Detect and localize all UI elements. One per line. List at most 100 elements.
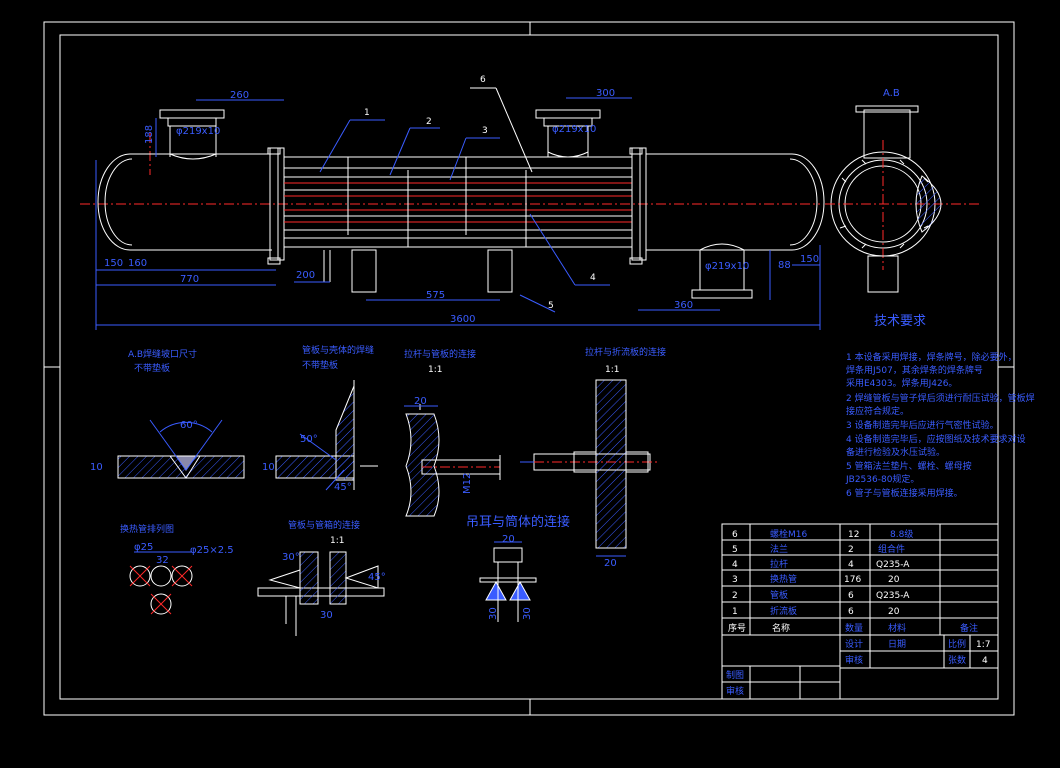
shell-top-nozzle — [535, 109, 601, 158]
detail-lug-shell: 吊耳与筒体的连接 20 30 30 — [466, 514, 570, 622]
detail-tube-layout: 换热管排列图 φ25 32 φ25×2.5 — [120, 523, 234, 615]
rod-baffle-dim: 20 — [604, 558, 617, 569]
bom-header-qty: 数量 — [845, 622, 863, 634]
tech-req-line-3: 采用E4303。焊条用J426。 — [846, 377, 957, 389]
tech-req-line-2: 焊条用J507，其余焊条的焊条牌号 — [846, 364, 983, 376]
bom-row-2-qty: 2 — [848, 545, 854, 555]
dim-300: 300 — [596, 88, 615, 99]
ab-weld-sub: 不带垫板 — [134, 362, 170, 374]
right-outlet-nozzle — [691, 243, 753, 299]
tube-sheet2-title: 管板与管箱的连接 — [288, 519, 360, 531]
detail-rod-baffle: 拉杆与折流板的连接 1:1 20 — [520, 346, 666, 569]
info-review: 审核 — [726, 685, 744, 697]
lug-dim1: 20 — [502, 534, 515, 545]
dim-160-left: 160 — [128, 258, 147, 269]
bom-row-3-qty: 4 — [848, 560, 854, 570]
detail-tube-sheet-channel: 管板与管箱的连接 1:1 30° 45° 30 — [257, 519, 386, 636]
part-label-1: 1 — [364, 108, 370, 118]
tube-sheet2-angle1: 30° — [282, 552, 300, 563]
bom-row-3-no: 4 — [732, 560, 738, 570]
tech-req-line-5: 接应符合规定。 — [846, 405, 909, 417]
tube-layout-d2: 32 — [156, 555, 169, 566]
bom-row-6-qty: 6 — [848, 607, 854, 617]
tube-sheet-weld-sub: 不带垫板 — [302, 359, 338, 371]
drawing-border — [43, 21, 1015, 716]
dim-3600: 3600 — [450, 314, 475, 325]
bom-header-note: 备注 — [960, 622, 978, 634]
bom-row-5-mat: Q235-A — [876, 591, 910, 601]
tech-req-line-11: 6 管子与管板连接采用焊接。 — [846, 487, 963, 499]
technical-requirements: 1 本设备采用焊接，焊条牌号，除必要外， 焊条用J507，其余焊条的焊条牌号 采… — [845, 351, 1035, 499]
nozzle-left-size: φ219x10 — [176, 126, 220, 137]
part-label-6: 6 — [480, 75, 486, 85]
detail-ab-weld: A.B焊缝坡口尺寸 不带垫板 60° 10 — [90, 348, 245, 479]
dim-360: 360 — [674, 300, 693, 311]
rod-baffle-title: 拉杆与折流板的连接 — [585, 346, 666, 358]
ab-weld-dim: 10 — [90, 462, 103, 473]
dim-200: 200 — [296, 270, 315, 281]
section-view-label: A.B — [883, 88, 900, 99]
rod-baffle-scale: 1:1 — [605, 365, 619, 375]
bom-row-5-qty: 6 — [848, 591, 854, 601]
part-label-4: 4 — [590, 273, 596, 283]
part-label-2: 2 — [426, 117, 432, 127]
nozzle-bottom-size: φ219x10 — [705, 261, 749, 272]
bom-row-6-mat: 20 — [888, 607, 900, 617]
bom-row-3-name: 拉杆 — [770, 558, 788, 570]
tech-req-line-10: JB2536-80规定。 — [845, 473, 919, 485]
bom-row-5-no: 2 — [732, 591, 738, 601]
info-scale-label: 比例 — [948, 638, 966, 650]
rod-plate-title: 拉杆与管板的连接 — [404, 348, 476, 360]
ab-weld-title: A.B焊缝坡口尺寸 — [128, 348, 197, 360]
rod-plate-scale: 1:1 — [428, 365, 442, 375]
bom-row-1-name: 螺栓M16 — [770, 528, 807, 540]
bom-row-3-mat: Q235-A — [876, 560, 910, 570]
technical-requirements-title: 技术要求 — [874, 314, 926, 329]
rod-plate-m: M12 — [462, 473, 473, 494]
tech-req-line-8: 备进行检验及水压试验。 — [846, 446, 945, 458]
info-sheet-label: 张数 — [948, 654, 966, 666]
tech-req-line-9: 5 管箱法兰垫片、螺栓、螺母按 — [846, 460, 972, 472]
tube-sheet2-dim: 30 — [320, 610, 333, 621]
dimension-lines — [95, 97, 821, 330]
dim-150-left: 150 — [104, 258, 123, 269]
bom-row-5-name: 管板 — [770, 589, 788, 601]
lug-title: 吊耳与筒体的连接 — [466, 514, 570, 530]
tube-sheet2-scale: 1:1 — [330, 536, 344, 546]
detail-rod-tube-plate: 拉杆与管板的连接 1:1 20 M12 — [404, 348, 501, 517]
heat-exchanger-main-view: 1 2 3 4 5 6 260 300 150 160 770 200 575 … — [80, 75, 825, 330]
bom-row-4-qty: 176 — [844, 575, 861, 585]
dim-88: 88 — [778, 260, 791, 271]
rod-plate-dim: 20 — [414, 396, 427, 407]
info-sheet: 4 — [982, 656, 988, 666]
tube-sheet2-angle2: 45° — [368, 572, 386, 583]
dim-188: 188 — [144, 125, 155, 144]
bom-row-2-name: 法兰 — [770, 543, 788, 555]
detail-tube-sheet-weld: 管板与壳体的焊缝 不带垫板 50° 45° 10 — [262, 344, 378, 493]
saddle-supports — [323, 249, 513, 293]
ab-weld-angle: 60° — [180, 420, 198, 431]
tube-sheet-angle2: 45° — [334, 482, 352, 493]
bom-row-4-name: 换热管 — [770, 573, 797, 585]
info-date: 日期 — [888, 639, 906, 650]
bom-row-6-no: 1 — [732, 607, 738, 617]
tube-sheet-weld-title: 管板与壳体的焊缝 — [302, 344, 374, 356]
info-design: 设计 — [845, 638, 863, 650]
bom-row-4-no: 3 — [732, 575, 738, 585]
end-section-view: A.B — [825, 88, 980, 293]
bom-header-mat: 材料 — [888, 622, 906, 634]
tech-req-line-7: 4 设备制造完毕后，应按图纸及技术要求对设 — [846, 433, 1026, 445]
dim-150-right: 150 — [800, 254, 819, 265]
tech-req-line-1: 1 本设备采用焊接，焊条牌号，除必要外， — [846, 351, 1017, 363]
bom-row-2-no: 5 — [732, 545, 738, 555]
tube-sheet-dim: 10 — [262, 462, 275, 473]
dim-260: 260 — [230, 90, 249, 101]
tube-layout-title: 换热管排列图 — [120, 523, 174, 535]
dim-575: 575 — [426, 290, 445, 301]
bom-header-no: 序号 — [728, 622, 746, 634]
lug-dim3: 30 — [522, 607, 533, 620]
bill-of-materials: 6 螺栓M16 12 8.8级 5 法兰 2 组合件 4 拉杆 4 Q235-A… — [721, 523, 999, 700]
part-label-3: 3 — [482, 126, 488, 136]
bom-row-1-mat: 8.8级 — [890, 528, 913, 540]
